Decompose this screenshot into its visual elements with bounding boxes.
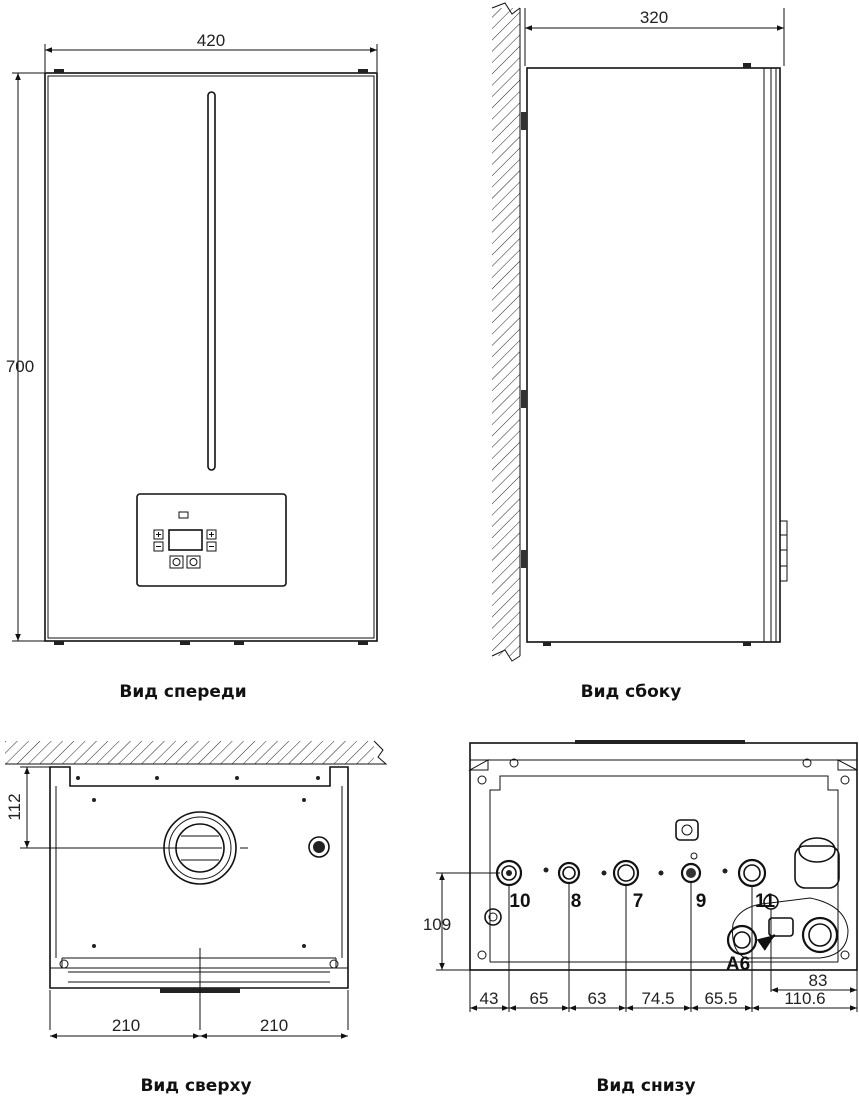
- bottom-label-a6: A6: [726, 954, 750, 975]
- top-view: 112: [5, 740, 388, 1096]
- top-left-dim: 210: [112, 1016, 140, 1035]
- spacing-65: 65: [530, 989, 549, 1008]
- bottom-label-8: 8: [571, 891, 582, 912]
- side-view-caption: Вид сбоку: [581, 682, 682, 702]
- front-view-caption: Вид спереди: [119, 682, 246, 702]
- bottom-label-11: 11: [755, 891, 776, 912]
- top-view-caption: Вид сверху: [140, 1076, 251, 1096]
- front-view: 420 700: [6, 31, 378, 702]
- bottom-height-dim: 109: [423, 915, 451, 934]
- bottom-label-10: 10: [509, 891, 530, 912]
- spacing-74-5: 74.5: [641, 989, 674, 1008]
- front-width-dim: 420: [197, 31, 225, 50]
- bottom-dim-83: 83: [809, 971, 828, 990]
- spacing-43: 43: [480, 989, 499, 1008]
- bottom-view: 10 8 7 9 11 A6 109 83 43 65 63 74.5 65.5…: [423, 740, 858, 1096]
- top-right-dim: 210: [260, 1016, 288, 1035]
- side-view: 320 Вид сбоку: [491, 2, 788, 702]
- bottom-label-9: 9: [696, 891, 707, 912]
- spacing-65-5: 65.5: [704, 989, 737, 1008]
- side-depth-dim: 320: [640, 8, 668, 27]
- bottom-label-7: 7: [633, 891, 644, 912]
- front-height-dim: 700: [6, 357, 34, 376]
- bottom-view-caption: Вид снизу: [596, 1076, 695, 1096]
- spacing-110-6: 110.6: [784, 989, 825, 1008]
- top-offset-dim: 112: [5, 793, 24, 820]
- spacing-63: 63: [588, 989, 607, 1008]
